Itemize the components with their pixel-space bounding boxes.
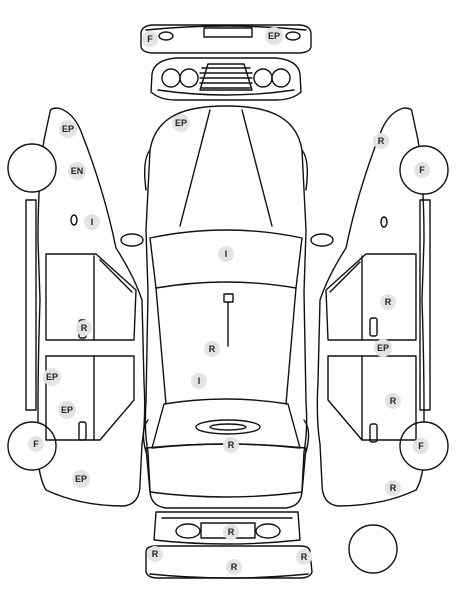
badge-label: R — [378, 136, 385, 146]
badge-label: R — [301, 552, 308, 562]
badge-circle — [380, 294, 396, 310]
badge-circle — [59, 120, 77, 138]
badge-left-mirror: I — [84, 214, 100, 230]
badge-rear-bumper-right: R — [296, 549, 312, 565]
badge-circle — [223, 437, 239, 453]
badge-roof-a: R — [204, 341, 220, 357]
badge-roof-b: I — [191, 373, 207, 389]
badge-circle — [265, 27, 283, 45]
badge-circle — [385, 393, 401, 409]
badge-circle — [226, 559, 242, 575]
badge-circle — [191, 373, 207, 389]
badge-label: EP — [377, 343, 389, 353]
badge-right-wheel-rear: F — [413, 438, 429, 454]
badge-circle — [414, 162, 430, 178]
badge-label: R — [228, 440, 235, 450]
badge-circle — [43, 368, 61, 386]
badge-left-fender: EP — [59, 120, 77, 138]
badge-front-bumper-right: EP — [265, 27, 283, 45]
badge-circle — [218, 246, 234, 262]
badge-right-wheel-front: F — [414, 162, 430, 178]
badge-trunk: R — [223, 437, 239, 453]
badge-label: F — [33, 439, 39, 449]
badge-front-bumper-left: F — [142, 31, 158, 47]
badge-windshield: I — [218, 246, 234, 262]
car-left-side — [7, 107, 146, 507]
badge-circle — [223, 524, 239, 540]
damage-badges: F EP EP I R I R R R R R EP EN I R EP EP F EP R F R EP R F R — [28, 27, 430, 575]
badge-label: EN — [71, 166, 84, 176]
badge-circle — [72, 470, 90, 488]
badge-circle — [58, 401, 76, 419]
badge-rear-bumper-center: R — [226, 559, 242, 575]
badge-circle — [204, 341, 220, 357]
badge-right-fender: R — [373, 133, 389, 149]
badge-circle — [374, 339, 392, 357]
badge-label: F — [418, 441, 424, 451]
badge-circle — [296, 549, 312, 565]
badge-circle — [385, 480, 401, 496]
badge-right-rear-door: R — [385, 393, 401, 409]
badge-label: R — [81, 323, 88, 333]
badge-label: I — [198, 376, 201, 386]
badge-hood: EP — [172, 114, 190, 132]
badge-label: I — [225, 249, 228, 259]
car-top-body — [120, 105, 334, 509]
badge-circle — [28, 436, 44, 452]
badge-circle — [413, 438, 429, 454]
badge-left-rear-door-a: EP — [43, 368, 61, 386]
badge-left-quarter: EP — [72, 470, 90, 488]
badge-circle — [142, 31, 158, 47]
badge-label: R — [231, 562, 238, 572]
badge-left-rear-door-b: EP — [58, 401, 76, 419]
badge-label: EP — [46, 372, 58, 382]
badge-label: I — [91, 217, 94, 227]
badge-left-wheel-front: EN — [68, 162, 86, 180]
badge-label: F — [147, 34, 153, 44]
badge-circle — [147, 546, 163, 562]
badge-right-front-door: R — [380, 294, 396, 310]
badge-left-front-door: R — [76, 320, 92, 336]
badge-label: EP — [268, 31, 280, 41]
badge-circle — [172, 114, 190, 132]
badge-label: EP — [61, 405, 73, 415]
badge-right-pillar: EP — [374, 339, 392, 357]
badge-label: EP — [175, 118, 187, 128]
badge-label: F — [419, 165, 425, 175]
badge-label: R — [152, 549, 159, 559]
front-bumper — [140, 24, 312, 54]
badge-circle — [84, 214, 100, 230]
rear-bumper — [145, 545, 313, 579]
badge-circle — [68, 162, 86, 180]
badge-label: EP — [75, 474, 87, 484]
badge-label: R — [228, 527, 235, 537]
spare-wheel — [348, 524, 398, 574]
badge-label: EP — [62, 124, 74, 134]
badge-label: R — [390, 483, 397, 493]
badge-circle — [373, 133, 389, 149]
front-grille — [150, 57, 302, 101]
badge-right-quarter: R — [385, 480, 401, 496]
badge-circle — [76, 320, 92, 336]
badge-left-wheel-rear: F — [28, 436, 44, 452]
badge-label: R — [209, 344, 216, 354]
badge-rear-bumper-left: R — [147, 546, 163, 562]
badge-rear-panel: R — [223, 524, 239, 540]
badge-label: R — [390, 396, 397, 406]
badge-label: R — [385, 297, 392, 307]
